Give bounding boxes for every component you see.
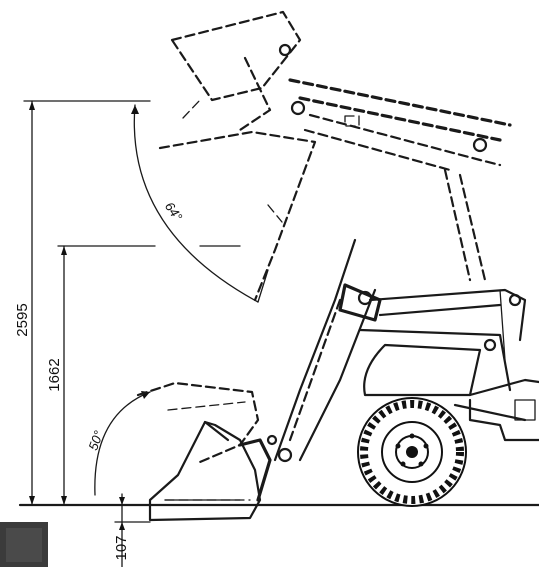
tractor-body [468, 398, 539, 442]
dimension-label-1662: 1662 [46, 358, 63, 391]
loader-arm [266, 238, 382, 463]
dimension-107: 107 [113, 493, 151, 567]
rollback-angle-arc: 50° [85, 391, 151, 496]
dimension-1662: 1662 [46, 245, 241, 506]
lowered-bucket [148, 420, 272, 522]
raised-boom [278, 43, 512, 282]
dimension-label-107: 107 [113, 535, 130, 560]
dump-angle-arc: 64° [131, 104, 269, 303]
raised-bucket [158, 10, 317, 302]
loader-frame [358, 288, 539, 422]
dimension-label-2595: 2595 [14, 303, 31, 336]
rollback-bucket [136, 381, 260, 501]
rollback-angle-label: 50° [85, 429, 106, 453]
dump-angle-label: 64° [162, 199, 186, 224]
dimension-2595: 2595 [14, 100, 151, 506]
front-wheel [357, 397, 467, 507]
